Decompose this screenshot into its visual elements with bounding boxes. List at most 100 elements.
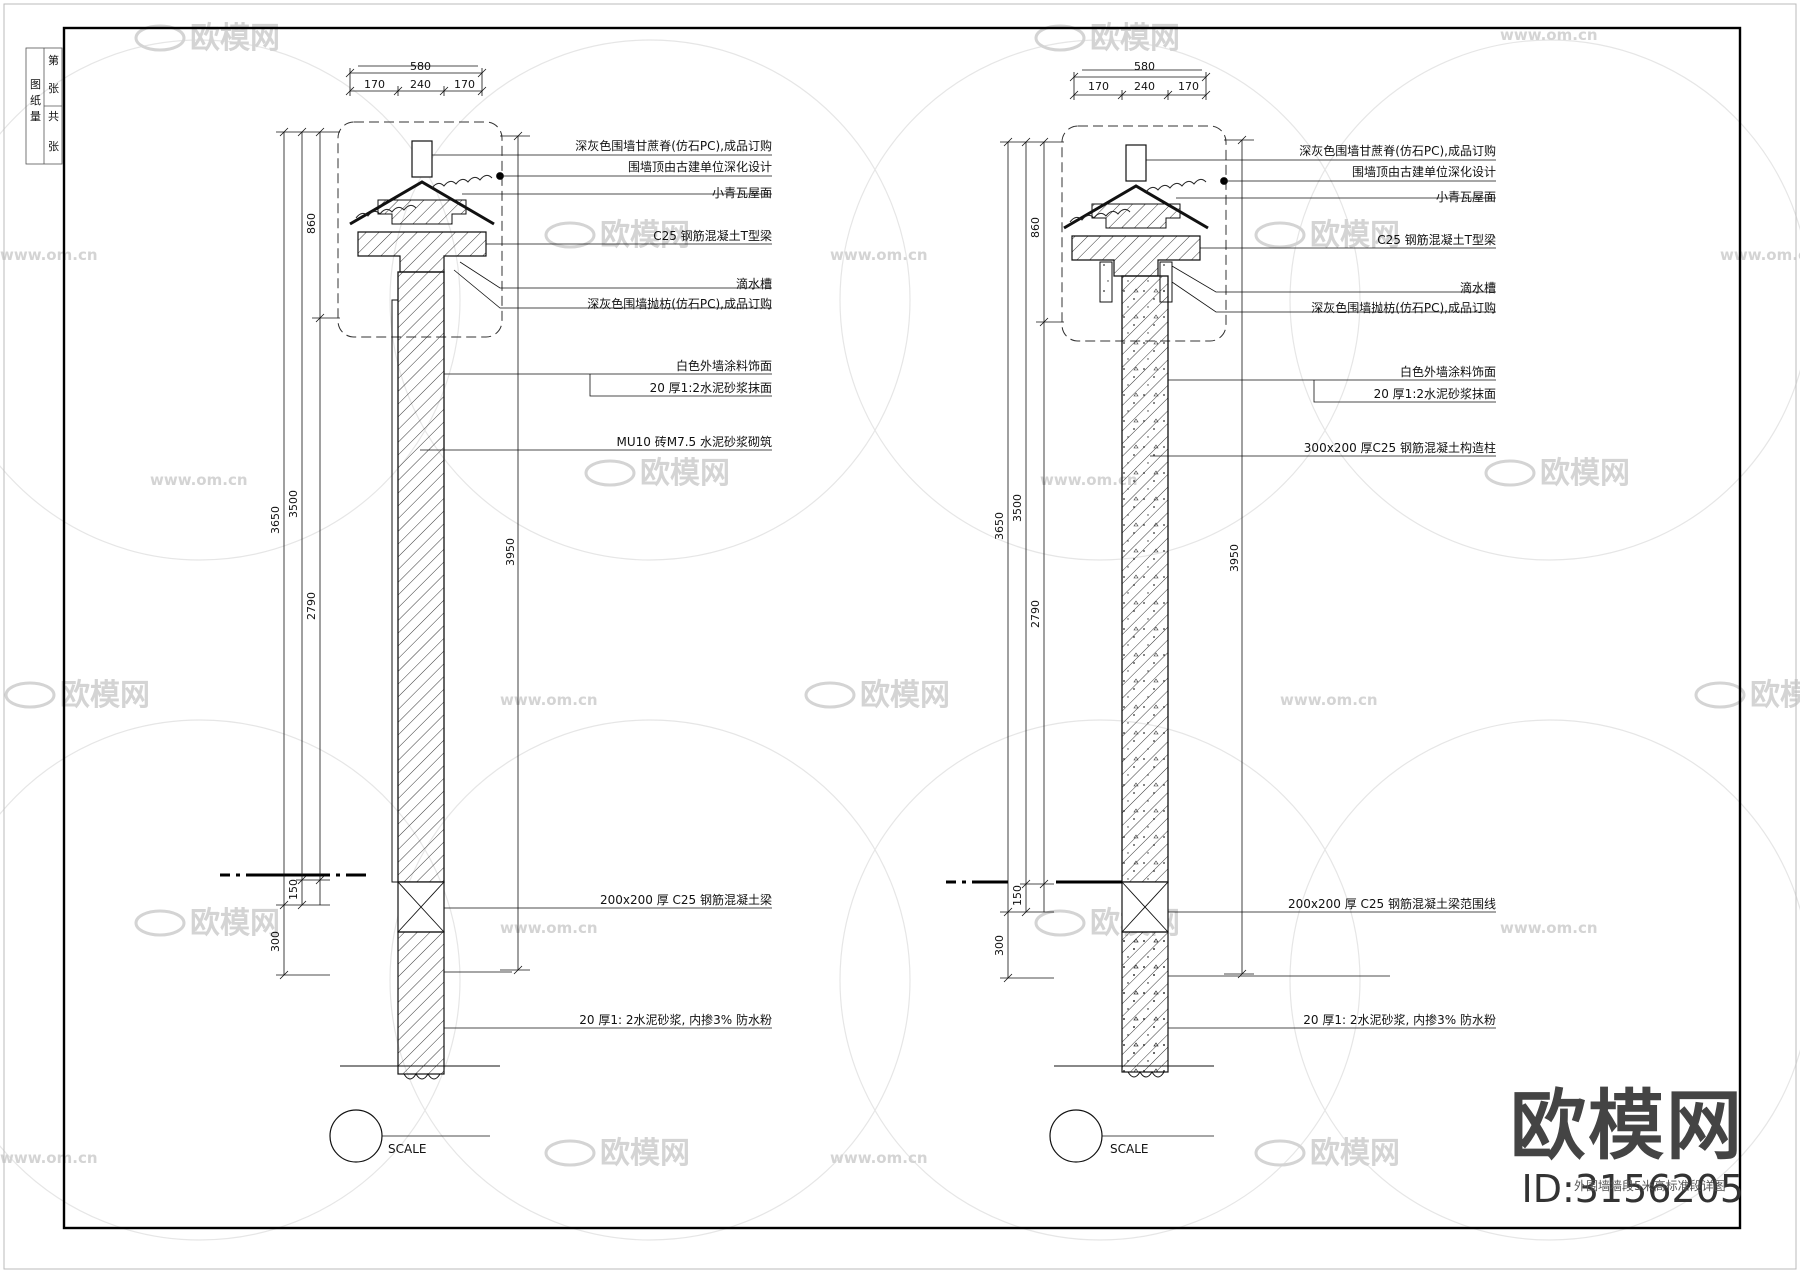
sheet-total-char-1: 共: [48, 110, 59, 123]
watermark-logo-icon: [1034, 24, 1086, 52]
left-dim-roof: 860: [1029, 217, 1042, 238]
watermark-url-text: www.om.cn: [500, 919, 598, 937]
title-block-char-2: 纸: [30, 94, 41, 107]
cornice-stepped: [1091, 203, 1181, 229]
watermark-logo-icon: [1034, 909, 1086, 937]
sheet-no-char-1: 第: [48, 53, 59, 67]
watermark-logo-text: 欧模网: [1090, 21, 1180, 56]
watermark-logo-text: 欧模网: [1310, 1136, 1400, 1171]
watermark-url-text: www.om.cn: [0, 1149, 98, 1167]
watermark-logo-icon: [4, 681, 56, 709]
annotation-rc-column: 300x200 厚C25 钢筋混凝土构造柱: [1304, 440, 1496, 455]
watermark-logo-icon: [1254, 221, 1306, 249]
watermark-logo-text: 欧模网: [60, 678, 150, 713]
watermark-logo-text: 欧模网: [600, 1136, 690, 1171]
top-dimension: [1069, 69, 1211, 100]
annotation-top-design: 围墙顶由古建单位深化设计: [1352, 164, 1496, 179]
annotation-plaster: 20 厚1:2水泥砂浆抹面: [1374, 386, 1496, 401]
sheet-total-char-2: 张: [48, 140, 59, 153]
cornice-stepped: [377, 199, 467, 225]
watermark-url-text: www.om.cn: [500, 691, 598, 709]
roof-tiles: [1063, 184, 1209, 230]
left-dim-base1: 150: [1011, 885, 1024, 906]
left-dimension-lines: [276, 127, 340, 980]
left-dim-mid: 2790: [1029, 600, 1042, 628]
annotation-cornice: 深灰色围墙抛枋(仿石PC),成品订购: [1311, 300, 1496, 315]
watermark-url-text: www.om.cn: [1040, 471, 1138, 489]
watermark-logo-text: 欧模网: [1310, 218, 1400, 253]
watermark-logo-text: 欧模网: [190, 21, 280, 56]
annotation-plaster: 20 厚1:2水泥砂浆抹面: [650, 380, 772, 395]
annotation-cornice: 深灰色围墙抛枋(仿石PC),成品订购: [587, 296, 772, 311]
watermark-logo-text: 欧模网: [190, 906, 280, 941]
ground-beam-cross: [397, 881, 445, 933]
right-dimension-line: [1224, 135, 1254, 979]
annotation-top-design: 围墙顶由古建单位深化设计: [628, 159, 772, 174]
left-dim-outer: 3650: [269, 506, 282, 534]
annotations: 深灰色围墙甘蔗脊(仿石PC),成品订购 围墙顶由古建单位深化设计 小青瓦屋面 C…: [1288, 143, 1496, 1027]
drawing-frame: [62, 26, 1742, 1230]
watermark-url-text: www.om.cn: [1720, 246, 1800, 264]
annotation-ground-beam: 200x200 厚 C25 钢筋混凝土梁: [600, 892, 772, 907]
watermark-url-text: www.om.cn: [150, 471, 248, 489]
leader-lines: [420, 154, 772, 1029]
top-dim-part-2: 240: [410, 78, 431, 91]
left-dim-base2: 300: [269, 931, 282, 952]
annotation-paint-finish: 白色外墙涂料饰面: [1400, 364, 1496, 379]
annotation-waterproof: 20 厚1: 2水泥砂浆, 内掺3% 防水粉: [1303, 1012, 1496, 1027]
footing-concrete-dots: [1122, 932, 1168, 1072]
scale-label: SCALE: [1110, 1142, 1148, 1156]
watermark-logo-icon: [544, 1139, 596, 1167]
title-block-char-1: 图: [30, 78, 41, 91]
watermark-logo-text: 欧模网: [600, 218, 690, 253]
wall-detail-1: 580 170 240 170 3650 3500 860 2790 150 3…: [220, 60, 772, 1163]
watermark-logo-text: 欧模网: [860, 678, 950, 713]
title-block-char-3: 量: [30, 110, 41, 123]
watermark-logo-icon: [134, 909, 186, 937]
brand-watermark: 欧模网 ID:3156205: [1504, 1085, 1744, 1215]
top-dim-part-1: 170: [1088, 80, 1109, 93]
footing-waves: [1127, 1071, 1165, 1078]
title-block: 图 纸 量 第 张 共 张: [25, 47, 63, 165]
watermark-arcs: [0, 39, 1800, 1241]
top-dim-part-2: 240: [1134, 80, 1155, 93]
ridge-cap: [1125, 144, 1147, 182]
annotation-t-beam: C25 钢筋混凝土T型梁: [653, 228, 772, 243]
scale-circle: [1049, 1109, 1103, 1163]
left-dim-inner: 3500: [1011, 494, 1024, 522]
annotation-ground-beam: 200x200 厚 C25 钢筋混凝土梁范围线: [1288, 896, 1496, 911]
left-dim-base1: 150: [287, 879, 300, 900]
leader-lines: [1146, 159, 1496, 1029]
annotations: 深灰色围墙甘蔗脊(仿石PC),成品订购 围墙顶由古建单位深化设计 小青瓦屋面 C…: [575, 138, 772, 1027]
watermark-url-text: www.om.cn: [1500, 919, 1598, 937]
watermark-logo-icon: [1484, 459, 1536, 487]
watermark-url-text: www.om.cn: [1500, 26, 1598, 44]
t-beam: [1071, 235, 1201, 277]
drawing-caption: 外围墙墙段5米高标准段详图: [1574, 1179, 1726, 1193]
watermark-url-text: www.om.cn: [1280, 691, 1378, 709]
ground-beam-cross: [1121, 881, 1169, 933]
annotation-ridge: 深灰色围墙甘蔗脊(仿石PC),成品订购: [575, 138, 772, 153]
scale-label: SCALE: [388, 1142, 426, 1156]
annotation-masonry: MU10 砖M7.5 水泥砂浆砌筑: [617, 434, 772, 449]
annotation-t-beam: C25 钢筋混凝土T型梁: [1377, 232, 1496, 247]
ridge-cap: [411, 140, 433, 178]
left-dim-inner: 3500: [287, 490, 300, 518]
watermark-layer: 欧模网欧模网欧模网欧模网欧模网欧模网欧模网欧模网欧模网欧模网欧模网欧模网欧模网w…: [0, 21, 1800, 1241]
annotation-tile-roof: 小青瓦屋面: [712, 186, 772, 200]
top-dim-part-3: 170: [454, 78, 475, 91]
left-dim-mid: 2790: [305, 592, 318, 620]
annotation-drip-groove: 滴水槽: [736, 276, 772, 291]
roof-enclosure: [337, 121, 503, 338]
wall-body: [397, 271, 445, 883]
annotation-tile-roof: 小青瓦屋面: [1436, 190, 1496, 204]
top-dim-part-1: 170: [364, 78, 385, 91]
annotation-waterproof: 20 厚1: 2水泥砂浆, 内掺3% 防水粉: [579, 1012, 772, 1027]
annotation-ridge: 深灰色围墙甘蔗脊(仿石PC),成品订购: [1299, 143, 1496, 158]
wall-plaster-left: [391, 299, 399, 883]
watermark-logo-icon: [1254, 1139, 1306, 1167]
watermark-logo-text: 欧模网: [640, 456, 730, 491]
watermark-url-text: www.om.cn: [0, 246, 98, 264]
right-dim: 3950: [504, 538, 517, 566]
